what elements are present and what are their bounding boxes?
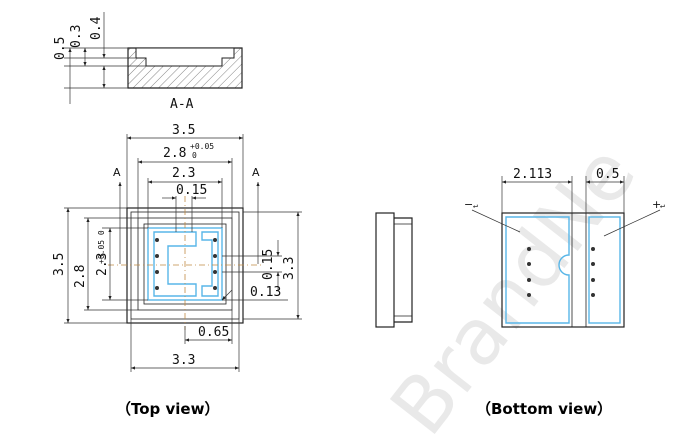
bottom-pad-negative bbox=[505, 216, 570, 324]
bottom-dim-05: 0.5 bbox=[596, 167, 619, 182]
dim-065: 0.65 bbox=[198, 325, 229, 340]
bottom-outline bbox=[501, 212, 625, 328]
dim-height-015: 0.15 bbox=[261, 249, 276, 280]
dim-width-28: 2.8 bbox=[163, 146, 186, 161]
dim-013: 0.13 bbox=[250, 285, 281, 300]
polarity-positive: + bbox=[652, 198, 661, 211]
dim-width-33: 3.3 bbox=[172, 353, 195, 368]
dim-height-35: 3.5 bbox=[52, 253, 67, 276]
bottom-view: 2.113 0.5 − ↵ + ↵ （Bottom view） bbox=[464, 167, 665, 418]
side-lid bbox=[394, 217, 413, 323]
section-dim-03: 0.3 bbox=[69, 25, 84, 48]
dim-width-28-tol-lower: 0 bbox=[192, 151, 197, 160]
top-view-caption: （Top view） bbox=[116, 400, 219, 418]
section-marker-left: A bbox=[113, 166, 121, 179]
top-pads bbox=[155, 238, 217, 290]
bottom-view-caption: （Bottom view） bbox=[476, 400, 612, 418]
section-dim-04: 0.4 bbox=[89, 16, 104, 40]
polarity-negative: − bbox=[464, 198, 473, 211]
die-pattern-right bbox=[201, 231, 219, 297]
section-marker-right: A bbox=[252, 166, 260, 179]
dim-width-35: 3.5 bbox=[172, 123, 195, 138]
top-view: A A 3.5 2.8 +0.05 0 2.3 0.15 3.5 2.8 +0 bbox=[52, 123, 302, 418]
dim-width-28-tol-upper: +0.05 bbox=[190, 142, 214, 151]
dim-height-33: 3.3 bbox=[282, 257, 297, 280]
dim-width-015: 0.15 bbox=[176, 183, 207, 198]
dim-height-23: 2.3 bbox=[95, 253, 110, 276]
svg-text:↵: ↵ bbox=[473, 201, 478, 210]
dim-width-23: 2.3 bbox=[172, 166, 195, 181]
dim-height-28-tol: +0.05 0 bbox=[97, 230, 106, 264]
side-body bbox=[375, 212, 395, 328]
section-cavity bbox=[135, 47, 235, 67]
section-label: A-A bbox=[170, 97, 194, 112]
bottom-pad-positive bbox=[588, 216, 621, 324]
section-dim-05: 0.5 bbox=[53, 37, 68, 60]
section-view: 0.5 0.3 0.4 A-A bbox=[53, 12, 243, 112]
bottom-dim-2113: 2.113 bbox=[513, 167, 552, 182]
die-pattern-left bbox=[153, 231, 197, 297]
bottom-pads bbox=[527, 247, 595, 297]
side-view bbox=[375, 212, 413, 328]
svg-text:↵: ↵ bbox=[660, 201, 665, 210]
dim-height-28: 2.8 bbox=[73, 265, 88, 288]
